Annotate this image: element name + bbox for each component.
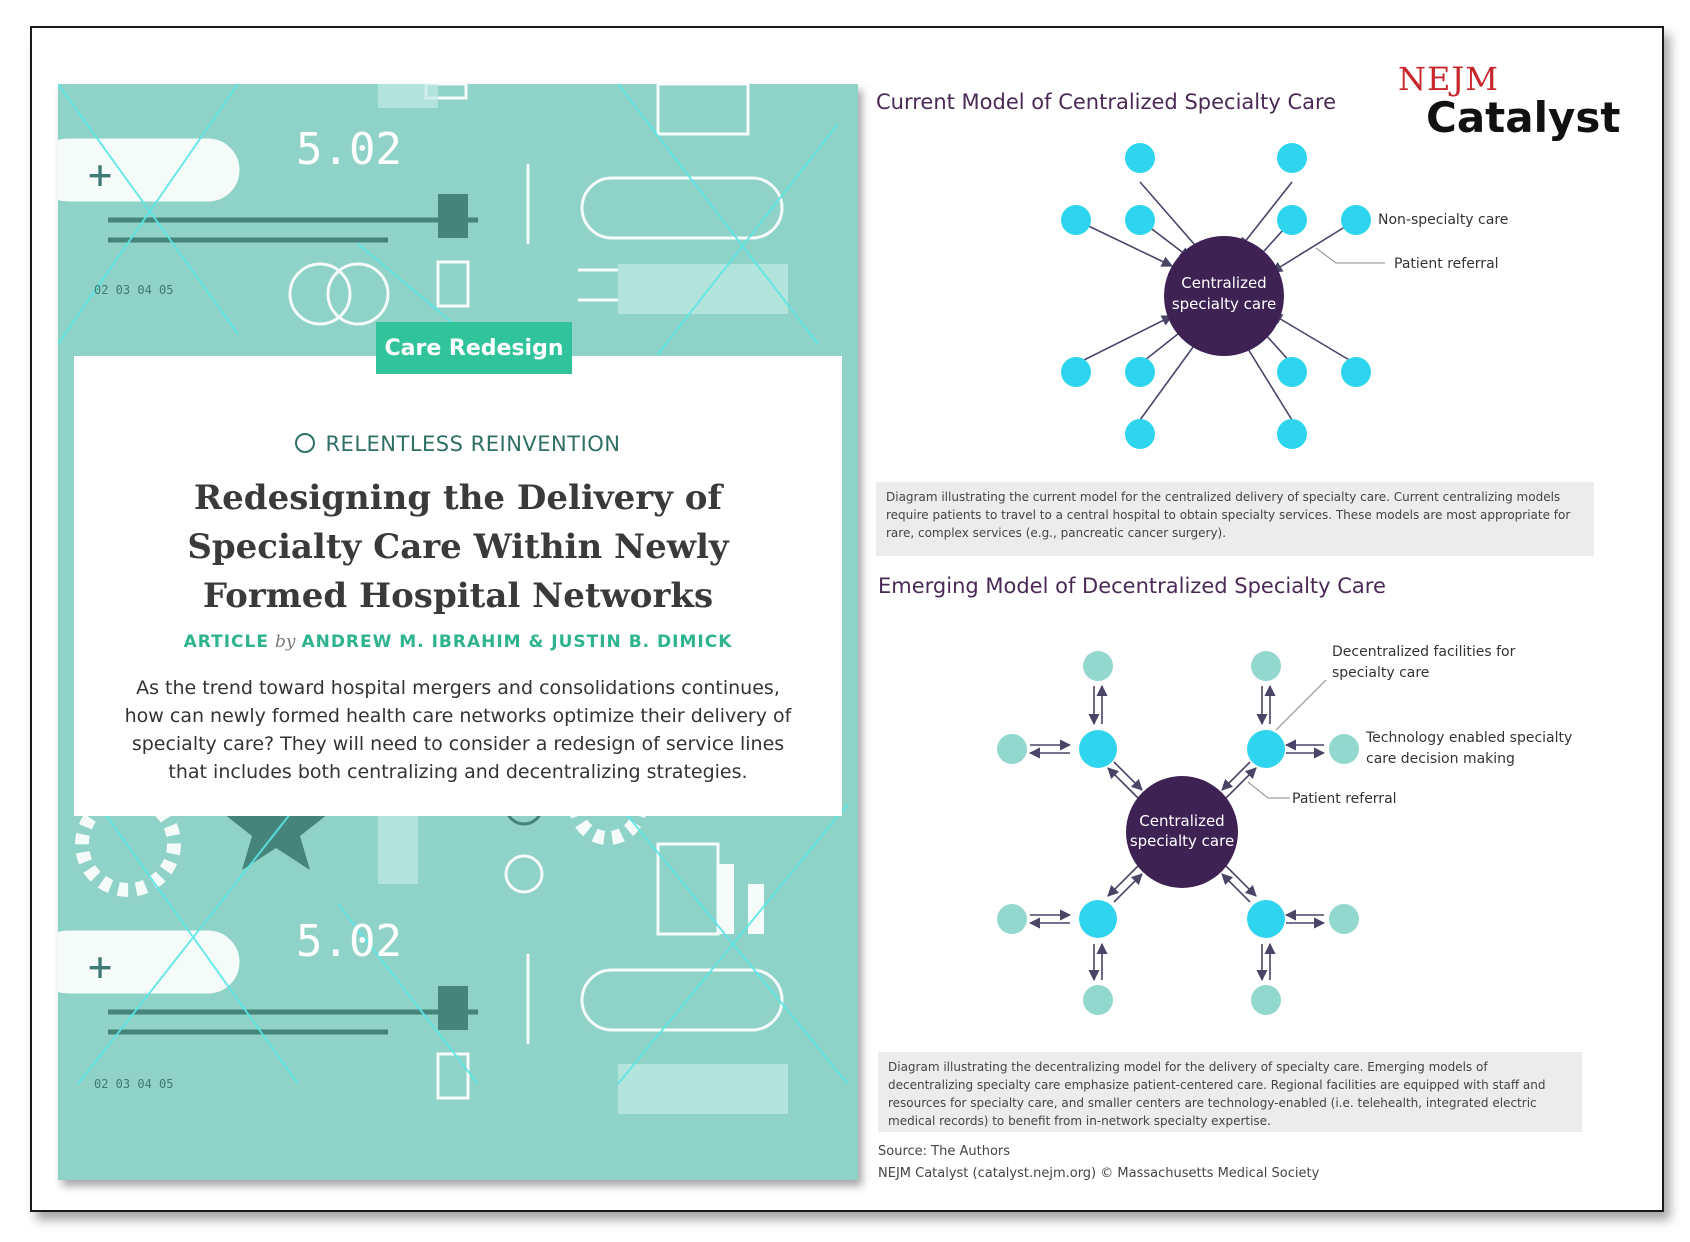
pattern-plus-top: + <box>88 152 112 198</box>
node <box>1083 651 1113 681</box>
byline-by: by <box>274 632 296 652</box>
pattern-version-top: 5.02 <box>296 124 402 175</box>
diagram2-caption: Diagram illustrating the decentralizing … <box>878 1052 1582 1132</box>
node <box>1061 357 1091 387</box>
hub-label-line1: Centralized <box>1139 812 1224 830</box>
article-card[interactable]: Care Redesign RELENTLESS REINVENTION Red… <box>74 322 842 816</box>
pattern-plus-bottom: + <box>88 944 112 990</box>
regional-facility-nodes <box>1079 730 1285 938</box>
node <box>1079 900 1117 938</box>
byline-authors: ANDREW M. IBRAHIM & JUSTIN B. DIMICK <box>301 632 733 652</box>
node <box>1277 205 1307 235</box>
pattern-version-bottom: 5.02 <box>296 916 402 967</box>
decentralized-diagram: Centralized specialty care Decentralized… <box>997 644 1572 1015</box>
referral-leader <box>1315 247 1385 264</box>
pattern-ticks-top: 02 03 04 05 <box>94 283 173 297</box>
node <box>1329 904 1359 934</box>
node <box>1125 143 1155 173</box>
label-facilities-2: specialty care <box>1332 665 1429 681</box>
article-title[interactable]: Redesigning the Delivery of Specialty Ca… <box>187 478 729 616</box>
node <box>1329 734 1359 764</box>
central-hub <box>1126 776 1238 888</box>
hub-label-line2: specialty care <box>1172 295 1276 313</box>
node <box>1083 985 1113 1015</box>
hub-label-line1: Centralized <box>1181 274 1266 292</box>
label-patient-referral: Patient referral <box>1292 791 1397 807</box>
node <box>997 904 1027 934</box>
node <box>1251 985 1281 1015</box>
label-tech-1: Technology enabled specialty <box>1365 730 1572 746</box>
source-line: Source: The Authors <box>878 1144 1011 1159</box>
series-kicker: RELENTLESS REINVENTION <box>74 432 842 456</box>
label-facilities-1: Decentralized facilities for <box>1332 644 1516 660</box>
label-tech-2: care decision making <box>1366 751 1515 767</box>
pattern-ticks-bottom: 02 03 04 05 <box>94 1077 173 1091</box>
logo-nejm: NEJM <box>1398 60 1499 98</box>
node <box>1277 143 1307 173</box>
central-hub <box>1164 236 1284 356</box>
nejm-catalyst-logo: NEJM Catalyst <box>1398 62 1628 140</box>
node <box>1251 651 1281 681</box>
node <box>1341 205 1371 235</box>
decorative-pattern: 5.02 5.02 02 03 04 05 02 03 04 05 + + <box>58 84 849 1114</box>
article-cover[interactable]: 5.02 5.02 02 03 04 05 02 03 04 05 + + Ca… <box>58 84 858 1180</box>
diagram1-title: Current Model of Centralized Specialty C… <box>876 90 1337 114</box>
series-kicker-label: RELENTLESS REINVENTION <box>325 432 621 456</box>
hub-label-line2: specialty care <box>1130 832 1234 850</box>
node <box>1247 730 1285 768</box>
bidirectional-arrows <box>1028 684 1326 982</box>
node <box>1125 357 1155 387</box>
category-tag[interactable]: Care Redesign <box>376 322 572 374</box>
referral-leader <box>1247 781 1290 799</box>
node <box>1247 900 1285 938</box>
label-non-specialty: Non-specialty care <box>1378 212 1508 228</box>
node <box>1341 357 1371 387</box>
node <box>997 734 1027 764</box>
copyright-line: NEJM Catalyst (catalyst.nejm.org) © Mass… <box>878 1166 1320 1181</box>
target-icon <box>295 433 316 453</box>
label-patient-referral: Patient referral <box>1394 256 1499 272</box>
facilities-leader <box>1275 679 1327 731</box>
node <box>1277 357 1307 387</box>
logo-catalyst: Catalyst <box>1426 93 1621 142</box>
centralized-diagram: Centralized specialty care Non-specialty… <box>1061 143 1508 449</box>
diagram1-caption: Diagram illustrating the current model f… <box>876 482 1594 556</box>
article-summary: As the trend toward hospital mergers and… <box>124 677 792 783</box>
node <box>1061 205 1091 235</box>
satellite-nodes <box>997 651 1359 1015</box>
diagram2-title: Emerging Model of Decentralized Specialt… <box>878 574 1386 598</box>
node <box>1277 419 1307 449</box>
node <box>1079 730 1117 768</box>
node <box>1125 419 1155 449</box>
non-specialty-nodes <box>1061 143 1371 449</box>
byline-type: ARTICLE <box>183 632 269 652</box>
node <box>1125 205 1155 235</box>
